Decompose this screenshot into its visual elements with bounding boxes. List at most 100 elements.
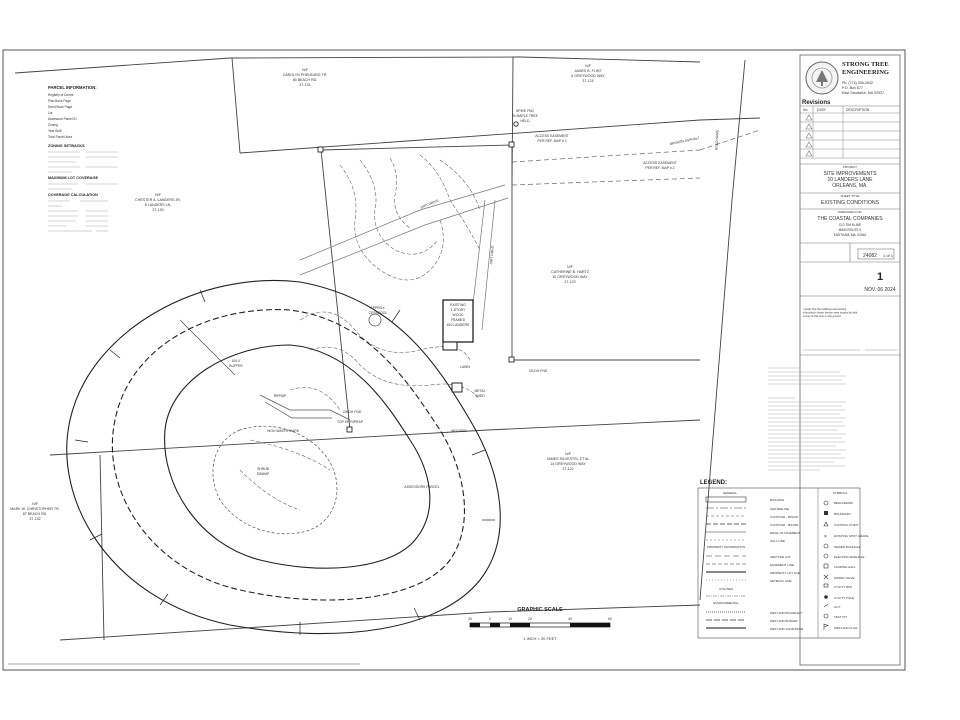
parcel-row-8: Total Parcel Area	[48, 135, 72, 139]
general-notes	[768, 367, 846, 471]
shrub-label: SHRUB	[257, 467, 270, 471]
parcel-information-table: PARCEL INFORMATION: Registry of Deeds Pl…	[48, 85, 118, 232]
abutter-6-name: MARK W. CHRISTOPHER TR.	[10, 507, 59, 511]
plan-labels: SPIKE FND IN MAPLE TREE HELD ACCESS EASE…	[229, 109, 719, 489]
abutter-5-name: JAMES SILVESTRI, ET AL	[547, 457, 590, 461]
legend-general-title: GENERAL	[723, 491, 738, 495]
control-point-icon	[823, 521, 829, 527]
abutter-1-addr: 80 BEACH RD.	[293, 78, 318, 82]
legend-symbols-title: SYMBOLS	[833, 491, 848, 495]
buffer-ticks	[74, 289, 495, 635]
abutter-6-addr: 87 BEACH RD.	[23, 512, 48, 516]
legend-symbol-items: BENCHMARK BOUNDARY CONTROL POINT × EXIST…	[823, 500, 868, 630]
legend-contour-major: CONTOUR - MAJOR	[770, 523, 799, 527]
legend-title: LEGEND:	[700, 480, 727, 486]
cesspool-symbol	[368, 313, 382, 327]
client-attn: C/O TIM KLINE	[839, 223, 861, 227]
scale-tick-4: 20	[528, 617, 532, 621]
dwelling-label-3: WOOD	[453, 313, 464, 317]
legend-wetland-buffer: WETLAND BUFFER	[770, 619, 798, 623]
firm-logo-inner	[811, 67, 833, 89]
project-line-3: ORLEANS, MA.	[832, 183, 868, 189]
shrub-swamp-outline	[212, 425, 338, 535]
legend-hall-line: HALL LINE	[770, 539, 785, 543]
revisions-col-desc: DESCRIPTION	[846, 108, 870, 112]
zoning-setbacks-heading: ZONING SETBACKS	[48, 144, 85, 148]
legend-utility-box: UTILITY BOX	[834, 585, 852, 589]
coverage-calc-heading: COVERAGE CALCULATION	[48, 193, 98, 197]
north-boundary	[14, 56, 701, 74]
road-name-label: ROAD NAME	[715, 129, 720, 150]
legend-property-items: ABUTTER LOT EASEMENT LINE PROPERTY LOT L…	[706, 555, 801, 583]
graphic-scale-title: GRAPHIC SCALE	[517, 607, 563, 613]
prepared-for-label: PREPARED FOR	[838, 210, 862, 214]
legend-environmental-title: ENVIRONMENTAL	[713, 601, 739, 605]
abutter-3-name: CHESTER A. LANDERS JR.	[135, 198, 181, 202]
lot-west-line	[320, 149, 351, 431]
scale-tick-labels: 20 0 10 20 40 60	[468, 617, 612, 621]
project-label: PROJECT	[843, 165, 857, 169]
top-of-riprap-label: TOP OF RIPRAP	[337, 420, 364, 424]
sheet-border	[2, 49, 906, 671]
parcel-row-4: Lot	[48, 111, 53, 115]
client-name: THE COASTAL COMPANIES	[817, 216, 883, 222]
metal-shed-label-2: SHED	[475, 394, 485, 398]
wooded-label: WOODED	[451, 429, 467, 433]
legend-abutter-lot: ABUTTER LOT	[770, 555, 791, 559]
utility-box-icon	[823, 583, 829, 588]
legend-water-valve: WATER VALVE	[834, 576, 855, 580]
abutter-1-id: 37-131	[299, 83, 310, 87]
buffer-label: BUFFER	[229, 364, 243, 368]
legend-guy: GUY	[834, 605, 841, 609]
broken-asphalt-label: BROKEN ASPHALT	[670, 136, 700, 146]
scale-tick-3: 10	[508, 617, 512, 621]
wetland-buffer-100	[111, 309, 466, 601]
revisions-grid	[800, 106, 900, 159]
boundary-icon	[824, 511, 828, 515]
per-ref-map-1-label: PER REF. MAP # 2	[537, 139, 566, 143]
scale-ratio: 1 INCH = 20 FEET	[523, 636, 557, 641]
parcel-row-7: Year Built	[48, 129, 62, 133]
legend-wetland-100-buffer: WETLAND 100 BUFFER	[770, 627, 804, 631]
job-number: 24082	[863, 253, 877, 259]
lawn-label: LAWN	[460, 365, 470, 369]
firm-name-2: ENGINEERING	[842, 69, 889, 76]
parcel-row-1: Registry of Deeds	[48, 93, 74, 97]
dirt-drive-label-2: DIRT DRIVE	[489, 244, 495, 264]
sheet-date: NOV. 06 2024	[864, 287, 895, 293]
sheet-title-label: SHEET TITLE	[841, 194, 860, 198]
abutter-2-id: 37-124	[582, 79, 593, 83]
abutter-5-nf: N/F	[565, 452, 572, 456]
metal-shed-label-1: METAL	[474, 389, 485, 393]
southern-boundary	[59, 604, 701, 641]
spot-grade-icon: ×	[824, 534, 827, 540]
metal-shed	[451, 382, 463, 393]
access-easement-1-label: ACCESS EASEMENT	[535, 134, 569, 138]
legend-easement-line: EASEMENT LINE	[770, 563, 794, 567]
firm-name-1: STRONG TREE	[842, 61, 889, 68]
legend-wetland-boundary: WETLAND BOUNDARY	[770, 611, 802, 615]
firm-po-box: P.O. Box 677	[842, 86, 863, 90]
spike-found-label: SPIKE FND	[516, 109, 534, 113]
abutter-4-id: 37-123	[564, 280, 575, 284]
revisions-col-no: No.	[803, 108, 808, 112]
legend-environmental-items: WETLAND BOUNDARY WETLAND BUFFER WETLAND …	[706, 611, 804, 631]
dirt-drive-label: DIRT DRIVE	[420, 198, 440, 209]
legend-utility-pole: UTILITY POLE	[834, 596, 854, 600]
water-valve-icon	[823, 574, 829, 580]
high-water-mark-label: HIGH WATER MARK	[267, 429, 300, 433]
abutter-3-nf: N/F	[155, 193, 162, 197]
graphic-scale: GRAPHIC SCALE 20 0 10 20 40 60 1 INCH = …	[468, 607, 612, 641]
spike-held-label: HELD	[520, 119, 530, 123]
title-block-frame	[799, 54, 901, 666]
scale-tick-5: 40	[568, 617, 572, 621]
abutter-1-nf: N/F	[302, 68, 309, 72]
test-pit-icon	[823, 613, 829, 619]
abutter-1-name: CAROLYN PHELBURG TR.	[283, 73, 328, 77]
revisions-title: Revisions	[802, 100, 831, 106]
dwelling-label-1: EXISTING	[450, 303, 466, 307]
legend-sewer-manhole: SEWER MANHOLE	[834, 545, 861, 549]
cb-found-label-2: CB DH FND	[529, 369, 548, 373]
swamp-label: SWAMP	[257, 472, 270, 476]
abutter-3-id: 37-130	[152, 208, 163, 212]
